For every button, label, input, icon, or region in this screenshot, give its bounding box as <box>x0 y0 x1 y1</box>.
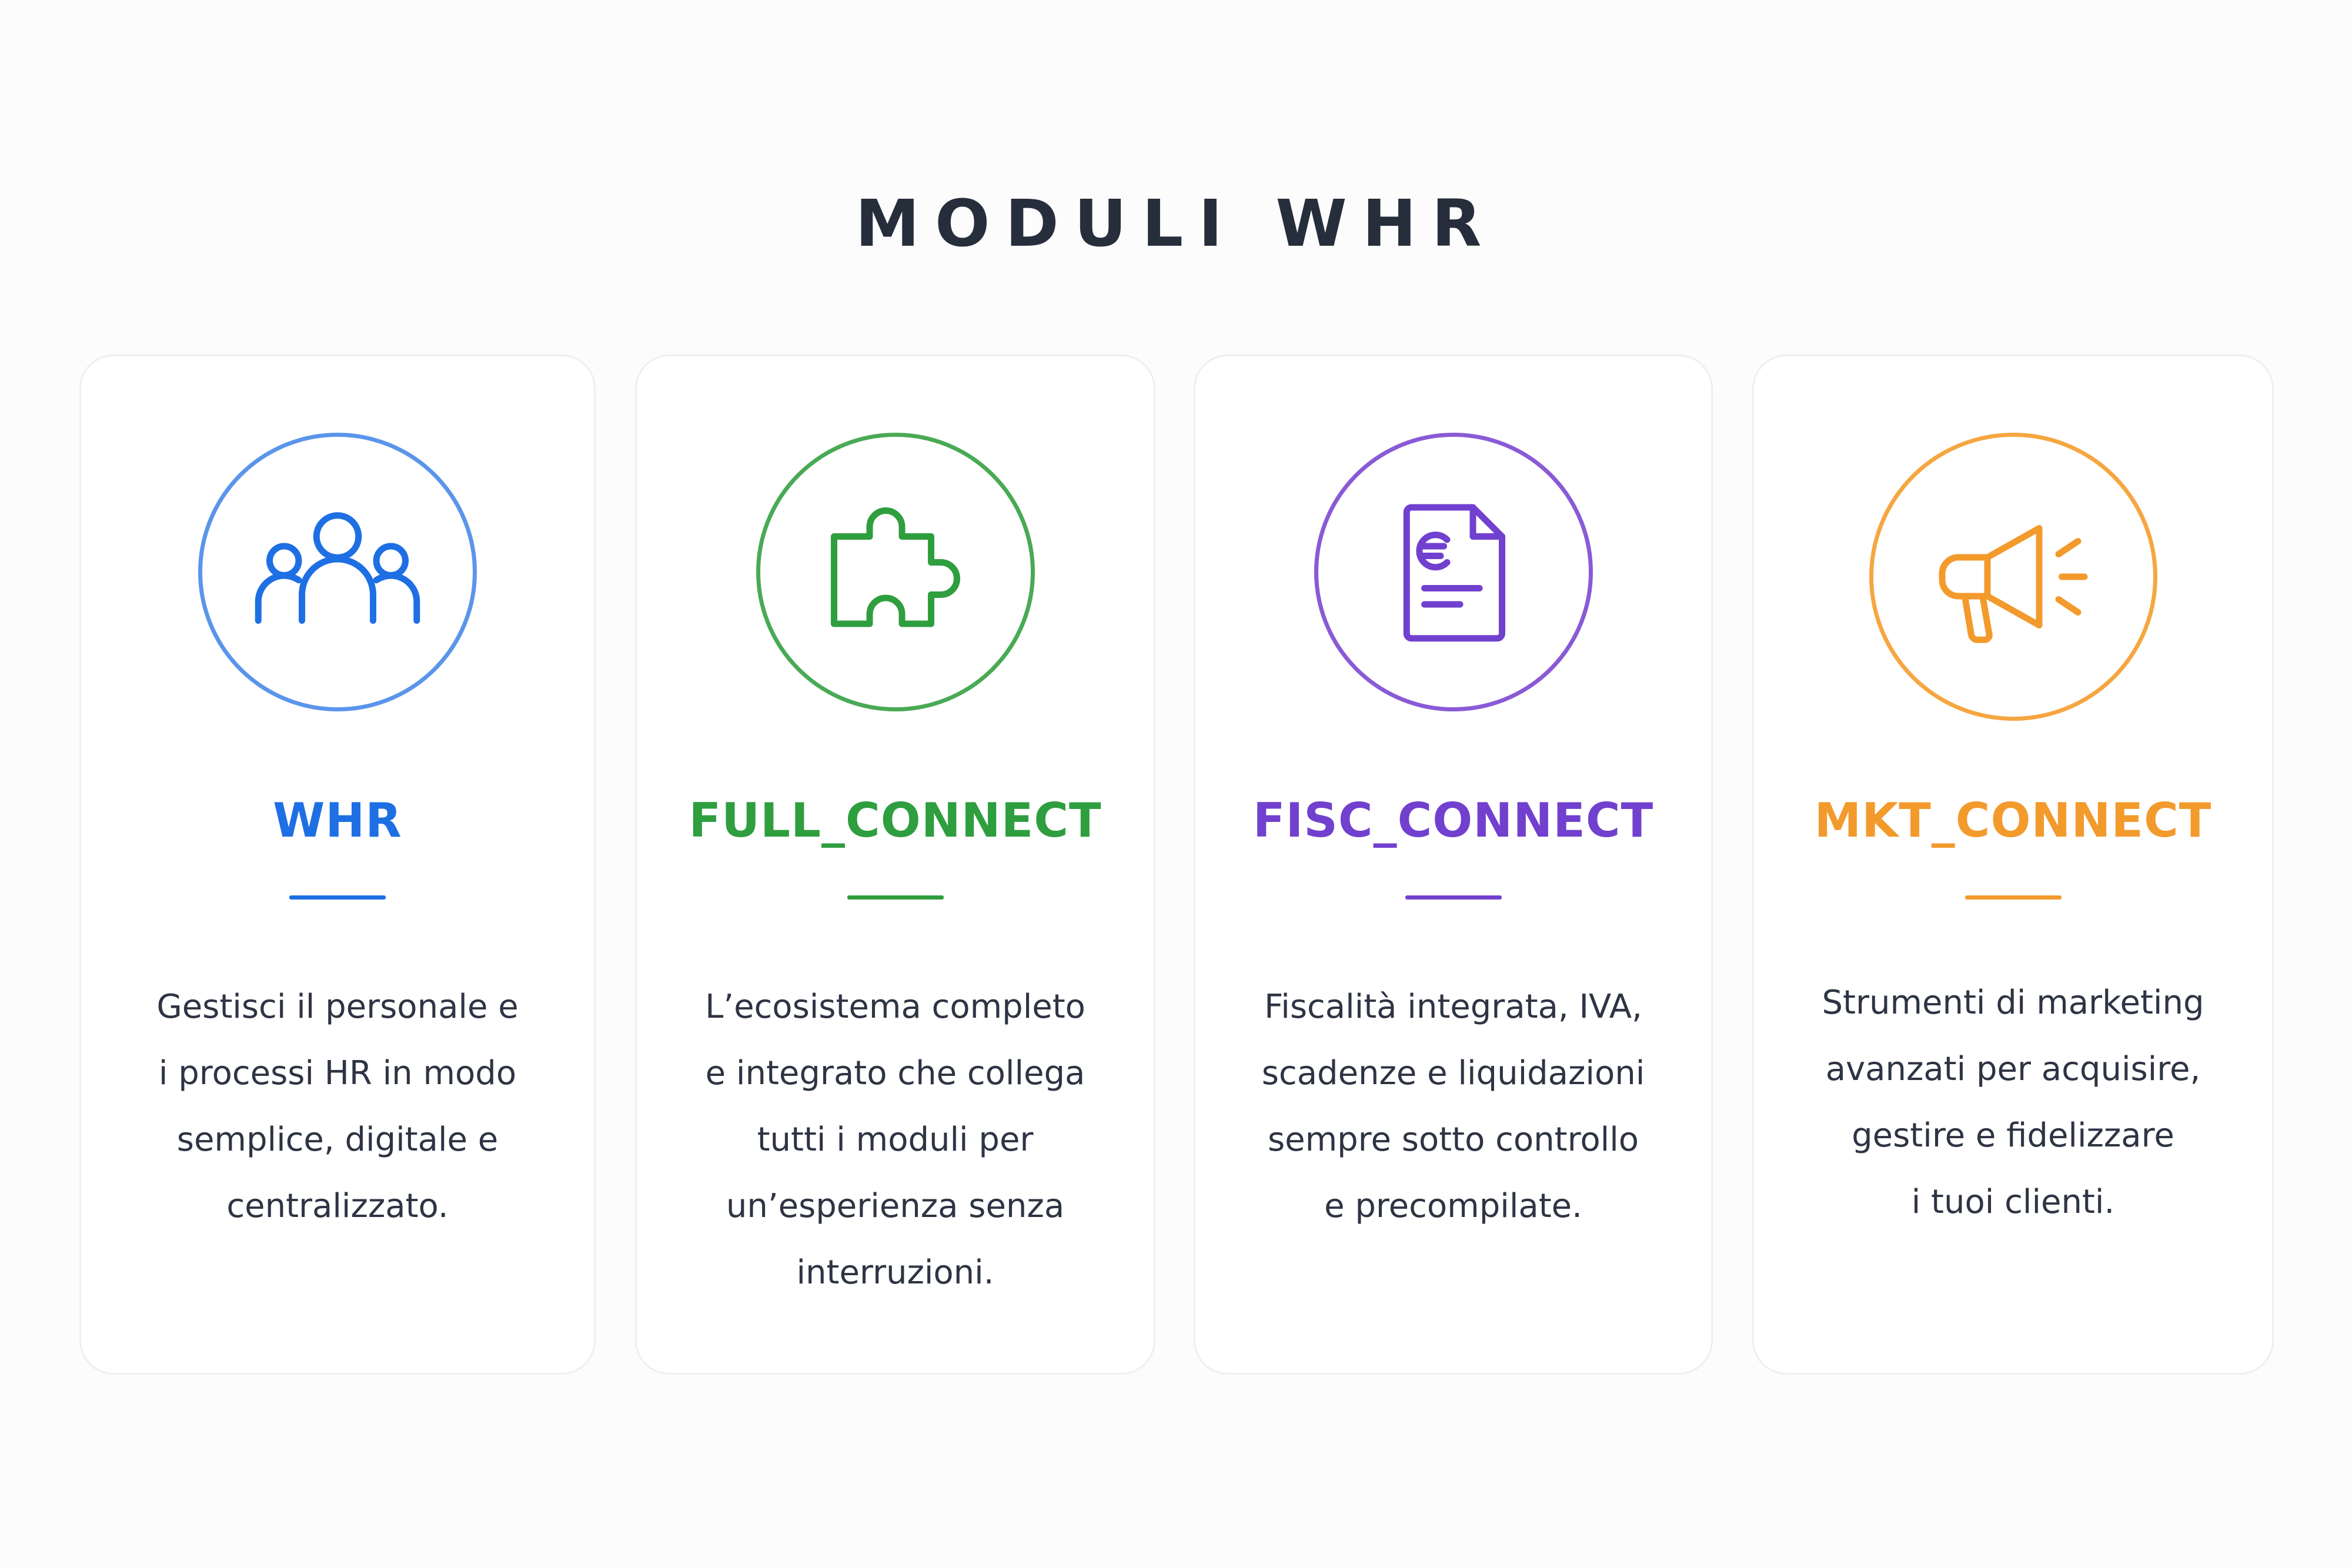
icon-ring <box>1314 433 1593 711</box>
card-title: FISC_CONNECT <box>1252 793 1654 848</box>
module-card-fisc-connect[interactable]: FISC_CONNECT Fiscalità integrata, IVA, s… <box>1194 355 1713 1375</box>
users-group-icon <box>255 512 420 624</box>
description-line: i tuoi clienti. <box>1911 1183 2115 1221</box>
icon-ring <box>198 433 477 711</box>
module-card-mkt-connect[interactable]: MKT_CONNECT Strumenti di marketing avanz… <box>1752 355 2274 1375</box>
description-line: sempre sotto controllo <box>1267 1121 1639 1159</box>
description-line: un’esperienza senza <box>726 1187 1065 1225</box>
description-line: Gestisci il personale e <box>156 988 519 1026</box>
card-title: FULL_CONNECT <box>689 793 1102 848</box>
megaphone-icon <box>1939 525 2087 643</box>
description-line: Strumenti di marketing <box>1822 984 2204 1022</box>
card-description: Fiscalità integrata, IVA, scadenze e liq… <box>1242 974 1664 1239</box>
puzzle-piece-icon <box>830 507 960 627</box>
description-line: Fiscalità integrata, IVA, <box>1264 988 1642 1026</box>
description-line: semplice, digitale e <box>176 1121 499 1159</box>
description-line: L’ecosistema completo <box>705 988 1085 1026</box>
description-line: e precompilate. <box>1324 1187 1582 1225</box>
module-card-full-connect[interactable]: FULL_CONNECT L’ecosistema completo e int… <box>635 355 1155 1375</box>
icon-ring <box>1869 433 2157 721</box>
card-description: Gestisci il personale e i processi HR in… <box>128 974 547 1239</box>
card-description: Strumenti di marketing avanzati per acqu… <box>1801 969 2225 1235</box>
card-title: MKT_CONNECT <box>1814 793 2212 848</box>
card-divider <box>289 895 386 900</box>
description-line: centralizzato. <box>226 1187 449 1225</box>
description-line: tutti i moduli per <box>757 1121 1034 1159</box>
euro-invoice-icon <box>1403 504 1505 642</box>
card-description: L’ecosistema completo e integrato che co… <box>684 974 1107 1306</box>
description-line: scadenze e liquidazioni <box>1261 1054 1645 1092</box>
description-line: e integrato che collega <box>705 1054 1085 1092</box>
description-line: gestire e fidelizzare <box>1852 1116 2174 1155</box>
card-divider <box>1965 895 2062 900</box>
description-line: interruzioni. <box>796 1253 994 1292</box>
card-divider <box>847 895 944 900</box>
module-card-whr[interactable]: WHR Gestisci il personale e i processi H… <box>79 355 596 1375</box>
description-line: i processi HR in modo <box>158 1054 517 1092</box>
description-line: avanzati per acquisire, <box>1825 1050 2201 1088</box>
page-title: MODULI WHR <box>855 186 1497 261</box>
card-title: WHR <box>273 793 402 848</box>
icon-ring <box>756 433 1035 711</box>
card-divider <box>1405 895 1502 900</box>
